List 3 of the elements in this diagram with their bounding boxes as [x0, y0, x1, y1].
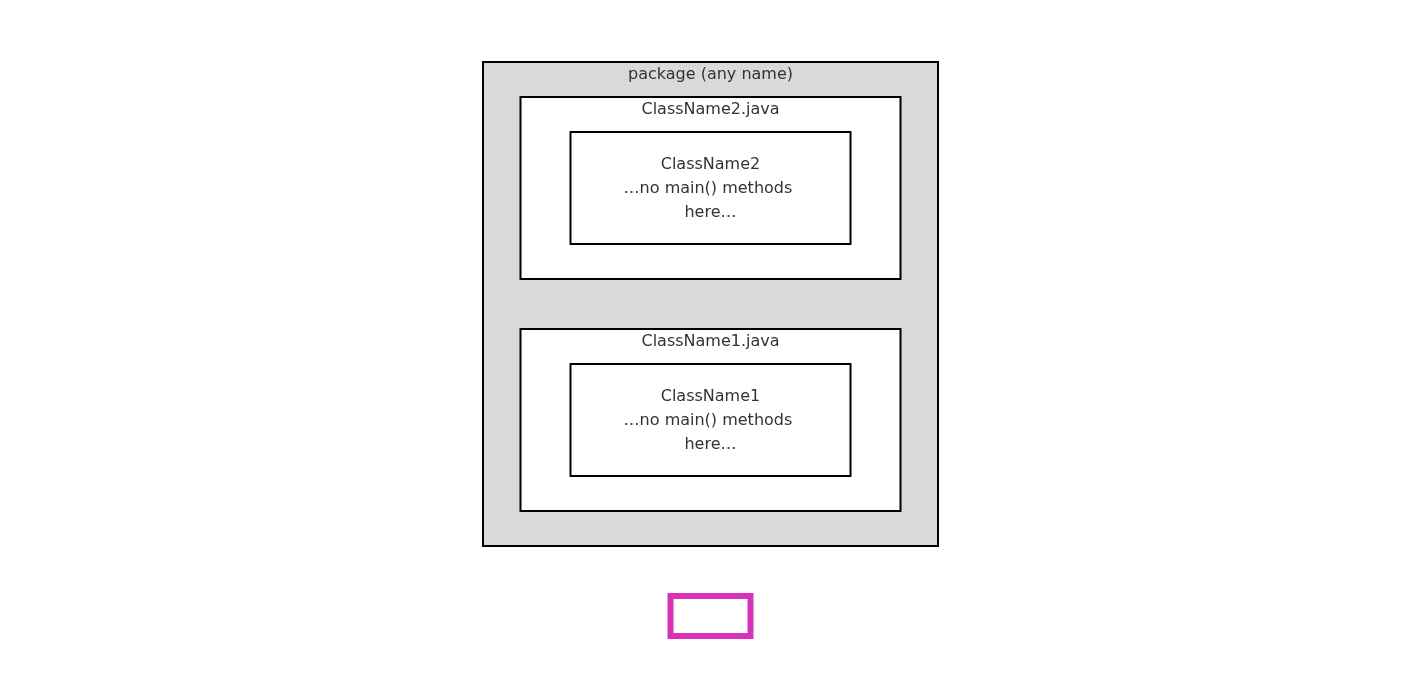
node-box: ClassName2 …no main() methods here…	[569, 131, 851, 245]
node-box	[667, 593, 753, 639]
node-box: ClassName1 …no main() methods here…	[569, 363, 851, 477]
